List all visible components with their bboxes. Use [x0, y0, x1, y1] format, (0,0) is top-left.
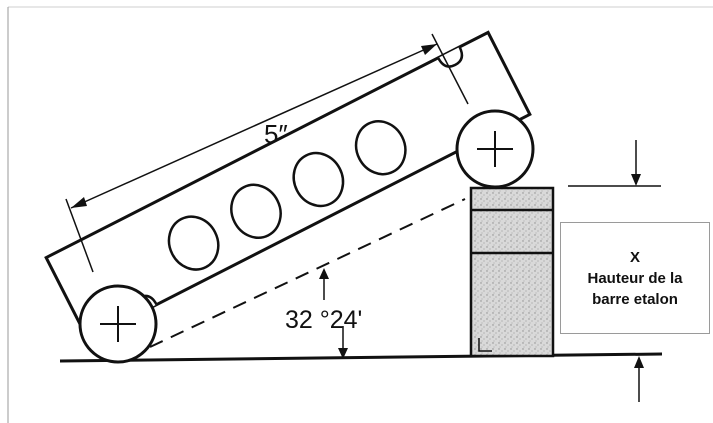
relief-hole-1 [167, 215, 220, 271]
angle-arrowhead-bottom [338, 348, 348, 359]
length-arrowhead-left [71, 197, 87, 208]
roller-left [78, 284, 158, 364]
relief-hole-4 [354, 120, 407, 176]
length-extension-left [65, 198, 94, 273]
angle-label: 32 °24' [285, 306, 362, 334]
gauge-block-stack [469, 186, 555, 358]
height-arrowhead-bottom [634, 356, 644, 368]
length-dimension-line [70, 43, 438, 209]
sine-bar [44, 30, 532, 342]
angle-arrowhead-top [319, 268, 329, 279]
x-label: X [629, 248, 640, 266]
gauge-height-label-box: X Hauteur de la barre etalon [560, 222, 710, 334]
angle-reference-dashed-line [149, 198, 466, 348]
relief-hole-3 [292, 151, 345, 208]
height-label-line1: Hauteur de la [587, 269, 683, 287]
height-arrowhead-top [631, 174, 641, 186]
length-extension-right [431, 33, 469, 105]
length-arrowhead-right [421, 44, 437, 55]
length-label: 5″ [264, 119, 288, 149]
relief-hole-2 [230, 183, 282, 239]
roller-right [455, 109, 535, 189]
height-label-line2: barre etalon [592, 290, 678, 308]
surface-plate-line [59, 352, 663, 363]
